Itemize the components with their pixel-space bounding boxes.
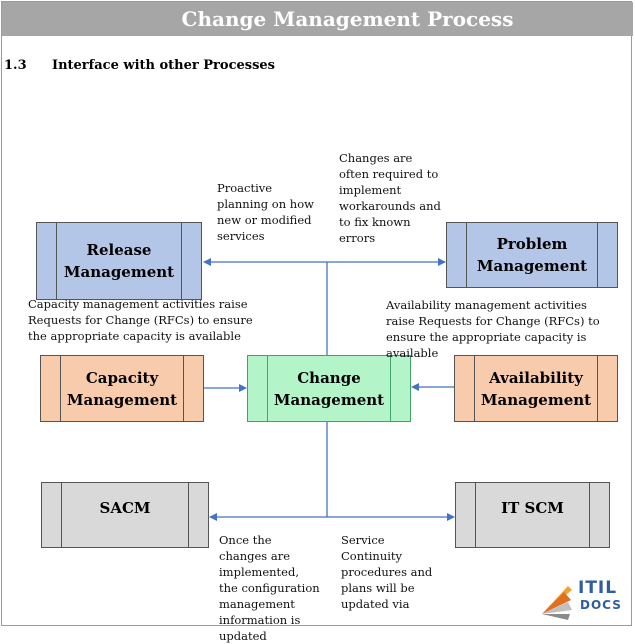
page-title: Change Management Process xyxy=(181,7,514,31)
sacm-note: Once the changes are implemented, the co… xyxy=(219,533,320,643)
availability-note: Availability management activities raise… xyxy=(386,298,600,360)
itscm-label: IT SCM xyxy=(501,499,564,517)
section-title: Interface with other Processes xyxy=(52,58,275,73)
problem-management-box: Problem Management xyxy=(446,222,618,288)
sacm-box: SACM xyxy=(41,482,209,548)
availability-management-label: Availability Management xyxy=(480,368,592,409)
capacity-management-box: Capacity Management xyxy=(40,355,204,422)
release-management-label: Release Management xyxy=(63,241,175,281)
title-bar: Change Management Process xyxy=(2,2,633,36)
itil-docs-logo: ITIL DOCS xyxy=(538,578,622,624)
release-management-box: Release Management xyxy=(36,222,202,300)
release-note: Proactive planning on how new or modifie… xyxy=(217,181,314,243)
availability-management-box: Availability Management xyxy=(454,355,618,422)
change-management-box: Change Management xyxy=(247,355,411,422)
section-number: 1.3 xyxy=(4,58,27,73)
problem-note: Changes are often required to implement … xyxy=(339,151,441,245)
logo-fan-icon xyxy=(542,586,572,620)
capacity-note: Capacity management activities raise Req… xyxy=(28,297,253,343)
page-frame xyxy=(1,1,632,626)
logo-itil-text: ITIL xyxy=(578,578,618,598)
sacm-label: SACM xyxy=(99,499,151,517)
logo-docs-text: DOCS xyxy=(580,598,622,612)
connector-lines xyxy=(203,258,455,521)
problem-management-label: Problem Management xyxy=(476,235,588,275)
itscm-note: Service Continuity procedures and plans … xyxy=(341,533,433,611)
itscm-box: IT SCM xyxy=(455,482,610,548)
capacity-management-label: Capacity Management xyxy=(66,368,178,409)
change-management-label: Change Management xyxy=(273,368,385,409)
